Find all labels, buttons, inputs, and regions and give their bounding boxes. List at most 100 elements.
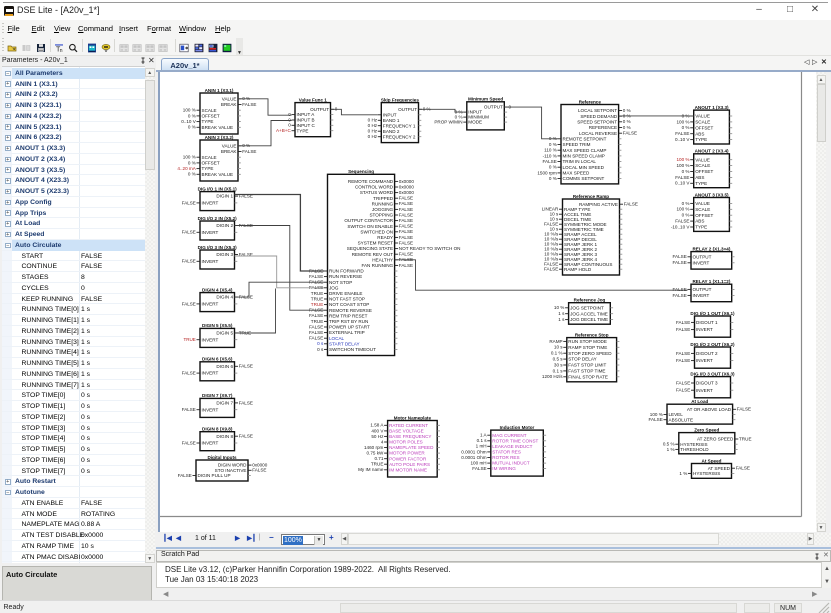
svg-text:10 %/s: 10 %/s xyxy=(544,257,559,262)
svg-text:JOG SETPOINT: JOG SETPOINT xyxy=(570,305,604,310)
svg-text:SRAMP JERK 4: SRAMP JERK 4 xyxy=(564,257,598,262)
svg-text:400 V: 400 V xyxy=(371,428,384,433)
svg-text:FALSE: FALSE xyxy=(676,388,690,393)
svg-text:FALSE: FALSE xyxy=(309,336,323,341)
svg-text:50 Hz: 50 Hz xyxy=(371,434,384,439)
svg-text:VALUE: VALUE xyxy=(695,114,710,119)
svg-text:0 %: 0 % xyxy=(549,176,557,181)
svg-text:FALSE: FALSE xyxy=(242,102,256,107)
svg-text:LOCAL SETPOINT: LOCAL SETPOINT xyxy=(578,108,617,113)
svg-text:FALSE: FALSE xyxy=(239,434,253,439)
svg-text:SWITCHON TIMEOUT: SWITCHON TIMEOUT xyxy=(329,347,376,352)
svg-text:SRAMP DECEL: SRAMP DECEL xyxy=(564,237,597,242)
svg-text:STATUS WORD: STATUS WORD xyxy=(360,190,394,195)
svg-text:FALSE: FALSE xyxy=(672,254,686,259)
svg-text:0.1 s: 0.1 s xyxy=(553,368,564,373)
svg-text:0.1 %: 0.1 % xyxy=(551,351,563,356)
svg-text:HYSTERISIS: HYSTERISIS xyxy=(680,442,707,447)
svg-text:DIGIN 2: DIGIN 2 xyxy=(216,223,233,228)
svg-text:Reference Stop: Reference Stop xyxy=(575,332,609,337)
svg-text:OUTPUT: OUTPUT xyxy=(484,105,503,110)
svg-text:0 %: 0 % xyxy=(188,113,196,118)
svg-text:1 mH: 1 mH xyxy=(476,444,487,449)
svg-text:INPUT C: INPUT C xyxy=(297,123,316,128)
svg-text:SYMMETRIC TIME: SYMMETRIC TIME xyxy=(564,227,604,232)
svg-text:1 A: 1 A xyxy=(480,433,488,438)
svg-text:DIGIN WORD: DIGIN WORD xyxy=(218,463,247,468)
svg-text:LOCAL MIN SPEED: LOCAL MIN SPEED xyxy=(563,165,605,170)
svg-text:INPUT: INPUT xyxy=(383,112,397,117)
svg-text:SCALE: SCALE xyxy=(695,207,710,212)
svg-text:RAMP: RAMP xyxy=(549,339,562,344)
svg-text:FALSE: FALSE xyxy=(399,224,413,229)
svg-text:REMOTE REVERSE: REMOTE REVERSE xyxy=(329,308,372,313)
svg-text:DIGIN 4: DIGIN 4 xyxy=(216,295,233,300)
svg-text:RATED CURRENT: RATED CURRENT xyxy=(389,423,428,428)
svg-text:FALSE: FALSE xyxy=(399,201,413,206)
svg-text:0 Hz: 0 Hz xyxy=(368,134,378,139)
svg-text:OFFSET: OFFSET xyxy=(202,114,220,119)
svg-text:100 %: 100 % xyxy=(676,207,689,212)
svg-text:TRIPPED: TRIPPED xyxy=(373,196,394,201)
svg-text:My IM name: My IM name xyxy=(358,467,384,472)
svg-text:FALSE: FALSE xyxy=(399,263,413,268)
svg-text:10 %/s: 10 %/s xyxy=(544,242,559,247)
svg-text:FALSE: FALSE xyxy=(672,287,686,292)
svg-text:DIGIN 6 (X5.6): DIGIN 6 (X5.6) xyxy=(202,357,233,362)
svg-text:IM MOTOR NAME: IM MOTOR NAME xyxy=(389,467,427,472)
svg-text:ROTOR TIME CONST: ROTOR TIME CONST xyxy=(492,438,538,443)
svg-text:10 %/s: 10 %/s xyxy=(544,252,559,257)
svg-text:0.5 s: 0.5 s xyxy=(553,357,564,362)
svg-text:RAMP STOP TIME: RAMP STOP TIME xyxy=(568,345,607,350)
svg-text:0 %: 0 % xyxy=(623,119,631,124)
svg-text:BASE VOLTAGE: BASE VOLTAGE xyxy=(389,429,424,434)
svg-text:FALSE: FALSE xyxy=(252,468,266,473)
svg-text:0 Hz: 0 Hz xyxy=(368,129,378,134)
svg-text:INVERT: INVERT xyxy=(202,259,219,264)
svg-text:FALSE: FALSE xyxy=(623,131,637,136)
svg-text:FALSE: FALSE xyxy=(399,212,413,217)
svg-text:SWITCH ON ENABLE: SWITCH ON ENABLE xyxy=(347,224,393,229)
svg-text:FALSE: FALSE xyxy=(239,400,253,405)
svg-text:NOT STOP: NOT STOP xyxy=(329,280,352,285)
svg-text:0: 0 xyxy=(288,117,291,122)
svg-text:INPUT: INPUT xyxy=(468,110,482,115)
svg-text:MODE: MODE xyxy=(468,120,482,125)
svg-text:SEQUENCING STATE: SEQUENCING STATE xyxy=(347,246,393,251)
svg-text:FALSE: FALSE xyxy=(542,159,556,164)
svg-text:1 s: 1 s xyxy=(558,311,565,316)
svg-text:FALSE: FALSE xyxy=(399,218,413,223)
svg-text:NOT READY TO SWITCH ON: NOT READY TO SWITCH ON xyxy=(399,246,461,251)
svg-text:DIGIN 1: DIGIN 1 xyxy=(216,194,233,199)
svg-text:SCALE: SCALE xyxy=(202,155,217,160)
svg-text:JOGGING: JOGGING xyxy=(372,207,394,212)
svg-text:FALSE: FALSE xyxy=(399,235,413,240)
svg-text:RUN REVERSE: RUN REVERSE xyxy=(329,274,362,279)
svg-text:FALSE: FALSE xyxy=(242,149,256,154)
svg-text:0 %: 0 % xyxy=(188,160,196,165)
svg-text:FALSE: FALSE xyxy=(182,440,196,445)
svg-text:PROP W/MIN: PROP W/MIN xyxy=(434,120,462,125)
svg-text:10 %/s: 10 %/s xyxy=(544,237,559,242)
svg-text:REMOTE COMMAND: REMOTE COMMAND xyxy=(348,179,394,184)
svg-text:STATOR RES: STATOR RES xyxy=(492,450,521,455)
svg-text:FREQUENCY 1: FREQUENCY 1 xyxy=(383,123,416,128)
svg-text:10 %: 10 % xyxy=(554,305,564,310)
svg-text:RAMP TYPE: RAMP TYPE xyxy=(564,207,590,212)
svg-text:VALUE: VALUE xyxy=(695,157,710,162)
svg-text:MUTUAL INDUCT: MUTUAL INDUCT xyxy=(492,461,530,466)
svg-text:DIGOUT 2: DIGOUT 2 xyxy=(696,351,718,356)
svg-text:BASE FREQUENCY: BASE FREQUENCY xyxy=(389,434,431,439)
svg-text:1 s: 1 s xyxy=(558,317,565,322)
svg-text:DIG I/O 3 IN (X5.3): DIG I/O 3 IN (X5.3) xyxy=(198,245,238,250)
svg-text:DIGIN 4 (X5.4): DIGIN 4 (X5.4) xyxy=(202,287,233,292)
svg-text:ACCEL TIME: ACCEL TIME xyxy=(564,212,591,217)
svg-text:ANOUT 2 (X3.4): ANOUT 2 (X3.4) xyxy=(695,149,729,154)
svg-text:FALSE: FALSE xyxy=(399,196,413,201)
svg-text:0..10 V: 0..10 V xyxy=(675,181,690,186)
svg-text:FALSE: FALSE xyxy=(239,252,253,257)
svg-text:OFFSET: OFFSET xyxy=(695,169,713,174)
svg-text:FALSE: FALSE xyxy=(178,473,192,478)
svg-text:READY: READY xyxy=(377,235,393,240)
svg-text:FALSE: FALSE xyxy=(399,229,413,234)
